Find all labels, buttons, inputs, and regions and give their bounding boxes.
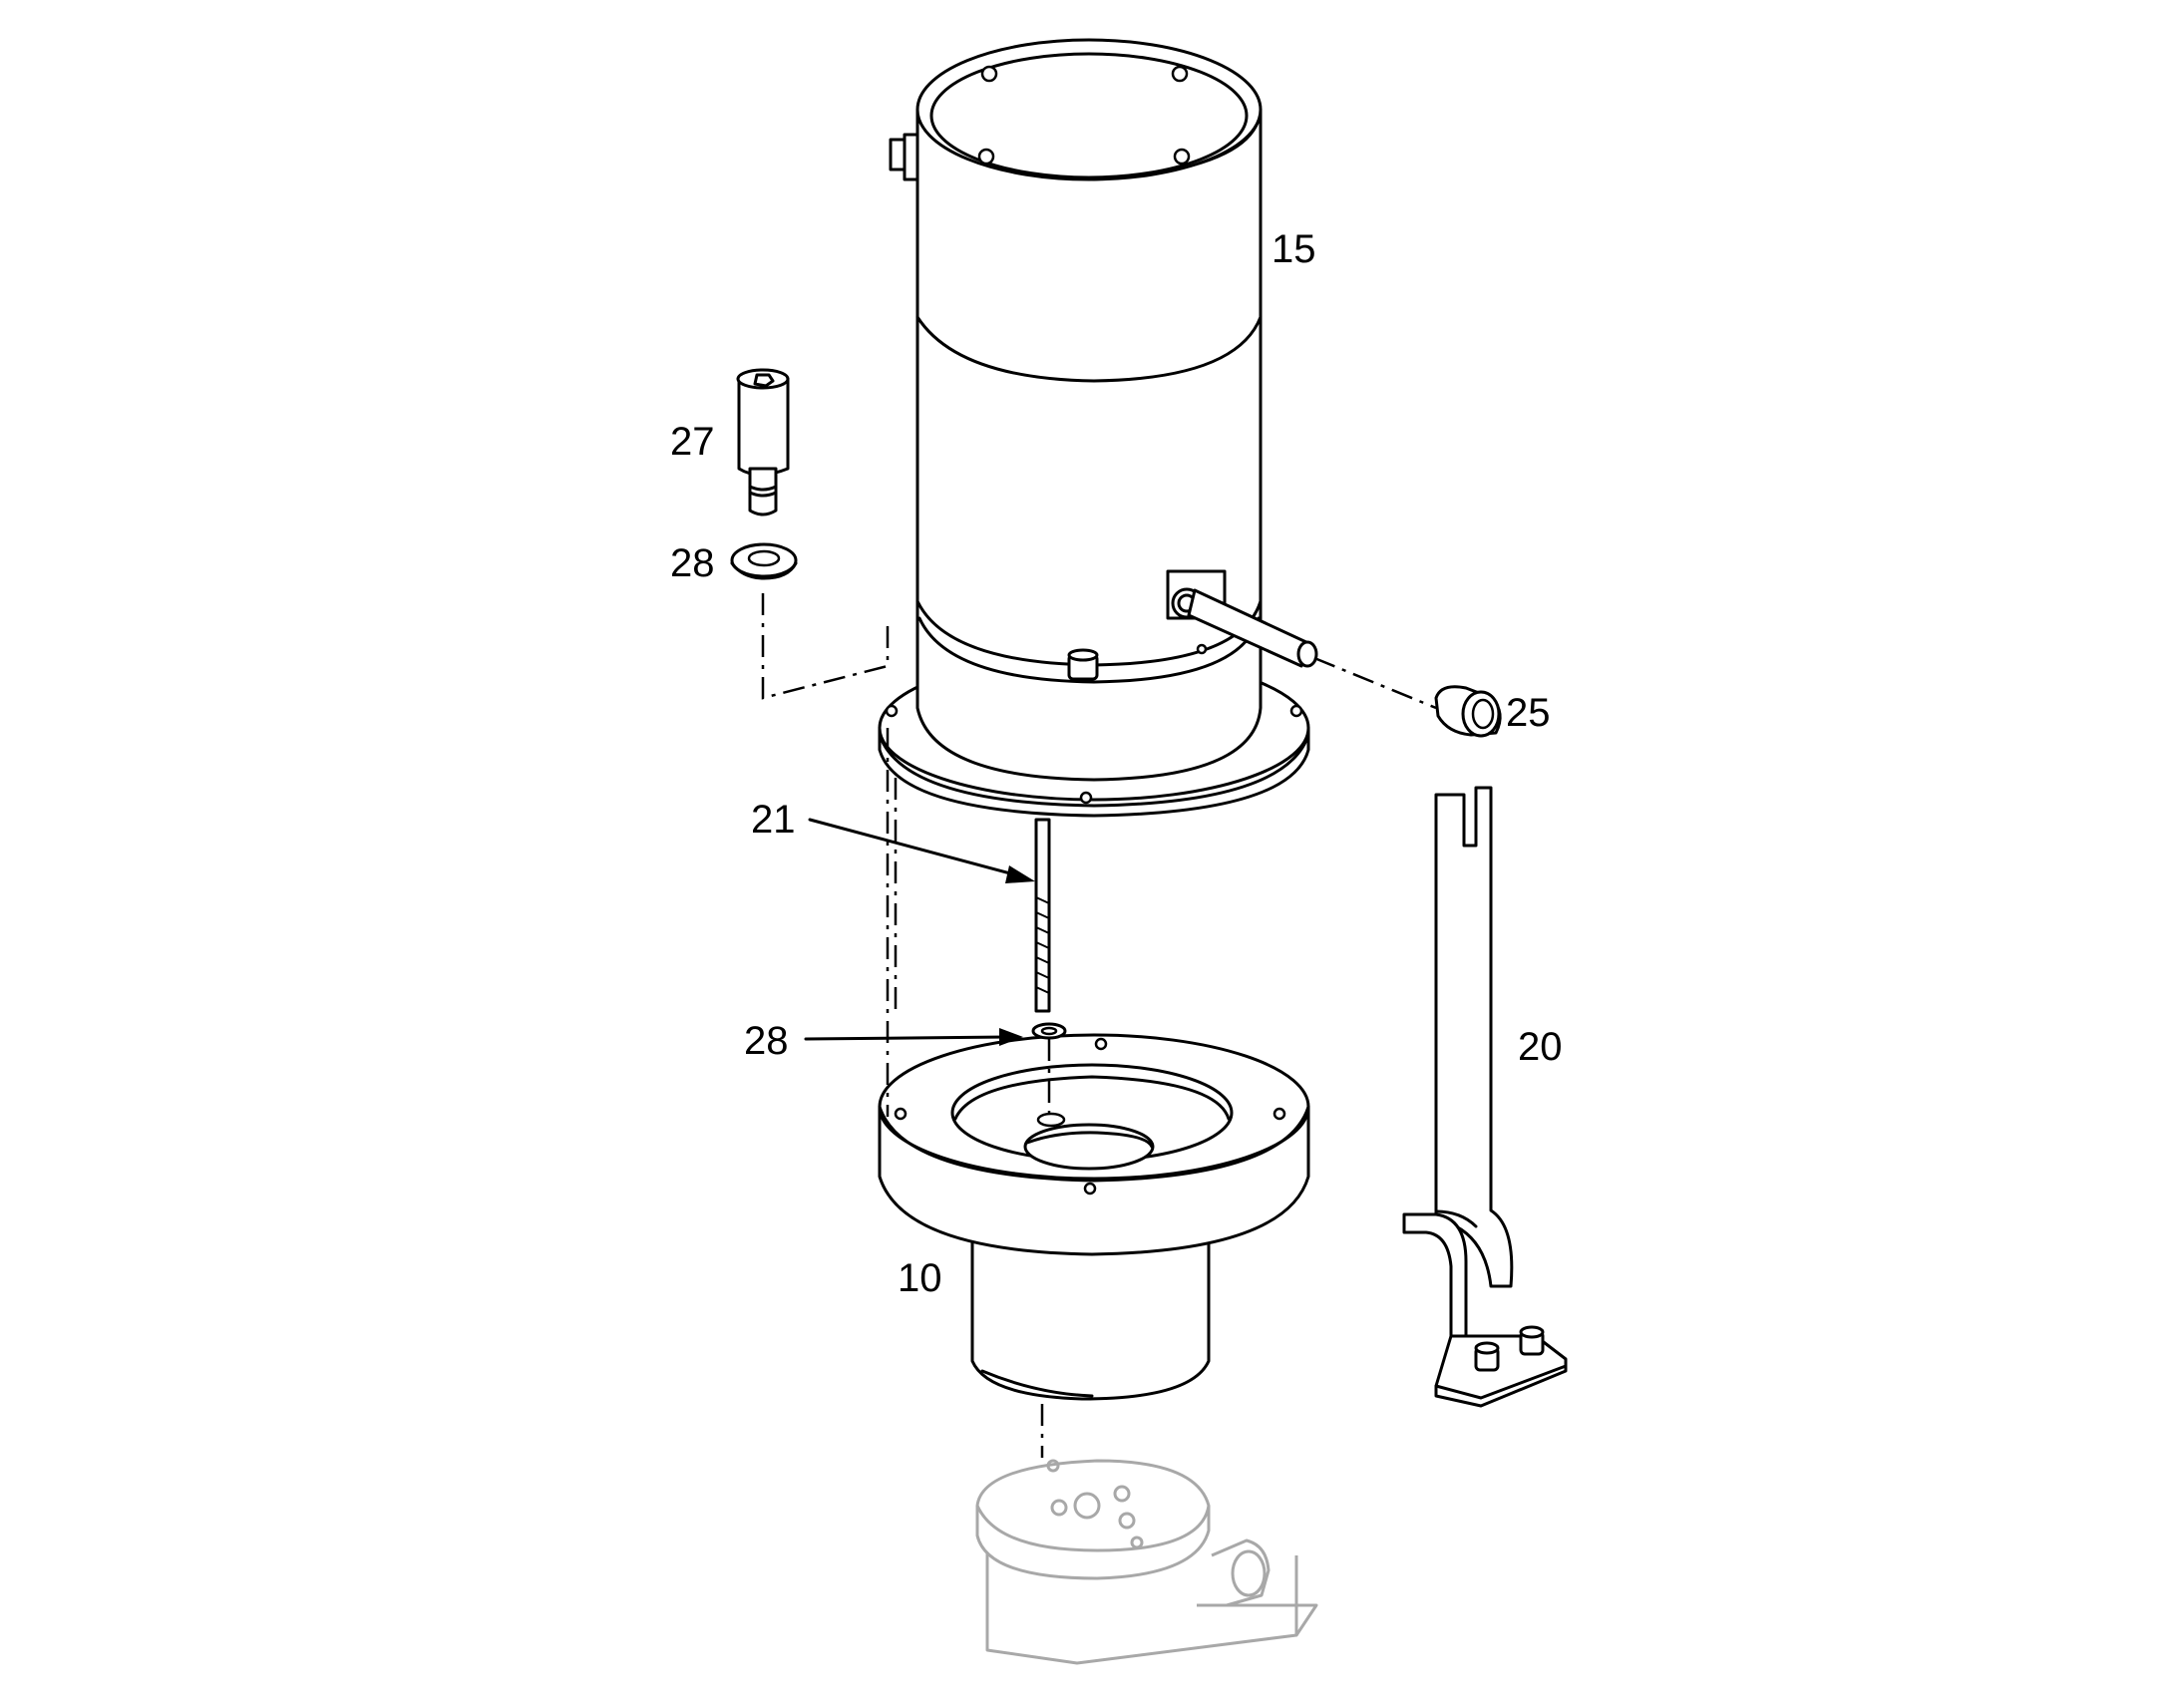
callout-15: 15 [1272, 227, 1316, 271]
part-28-washer-upper [730, 542, 798, 580]
ghost-base-unit [975, 1459, 1318, 1665]
assembly-center-lines [761, 593, 1437, 1458]
callout-21: 21 [751, 798, 796, 842]
callout-10: 10 [898, 1256, 942, 1300]
part-21-threaded-rod [1034, 818, 1051, 1013]
part-10-flange-adapter [878, 1022, 1310, 1401]
callout-28-upper: 28 [670, 541, 715, 585]
part-20-fork-bracket [1402, 786, 1568, 1408]
callout-20: 20 [1518, 1025, 1563, 1069]
callout-25: 25 [1506, 691, 1551, 735]
leader-arrows [804, 818, 1035, 1046]
part-25-plug [1434, 685, 1502, 738]
part-15-cylinder-housing [878, 38, 1318, 818]
callout-27: 27 [670, 420, 715, 464]
part-27-cap-screw [736, 368, 790, 516]
callout-28-lower: 28 [744, 1019, 789, 1063]
